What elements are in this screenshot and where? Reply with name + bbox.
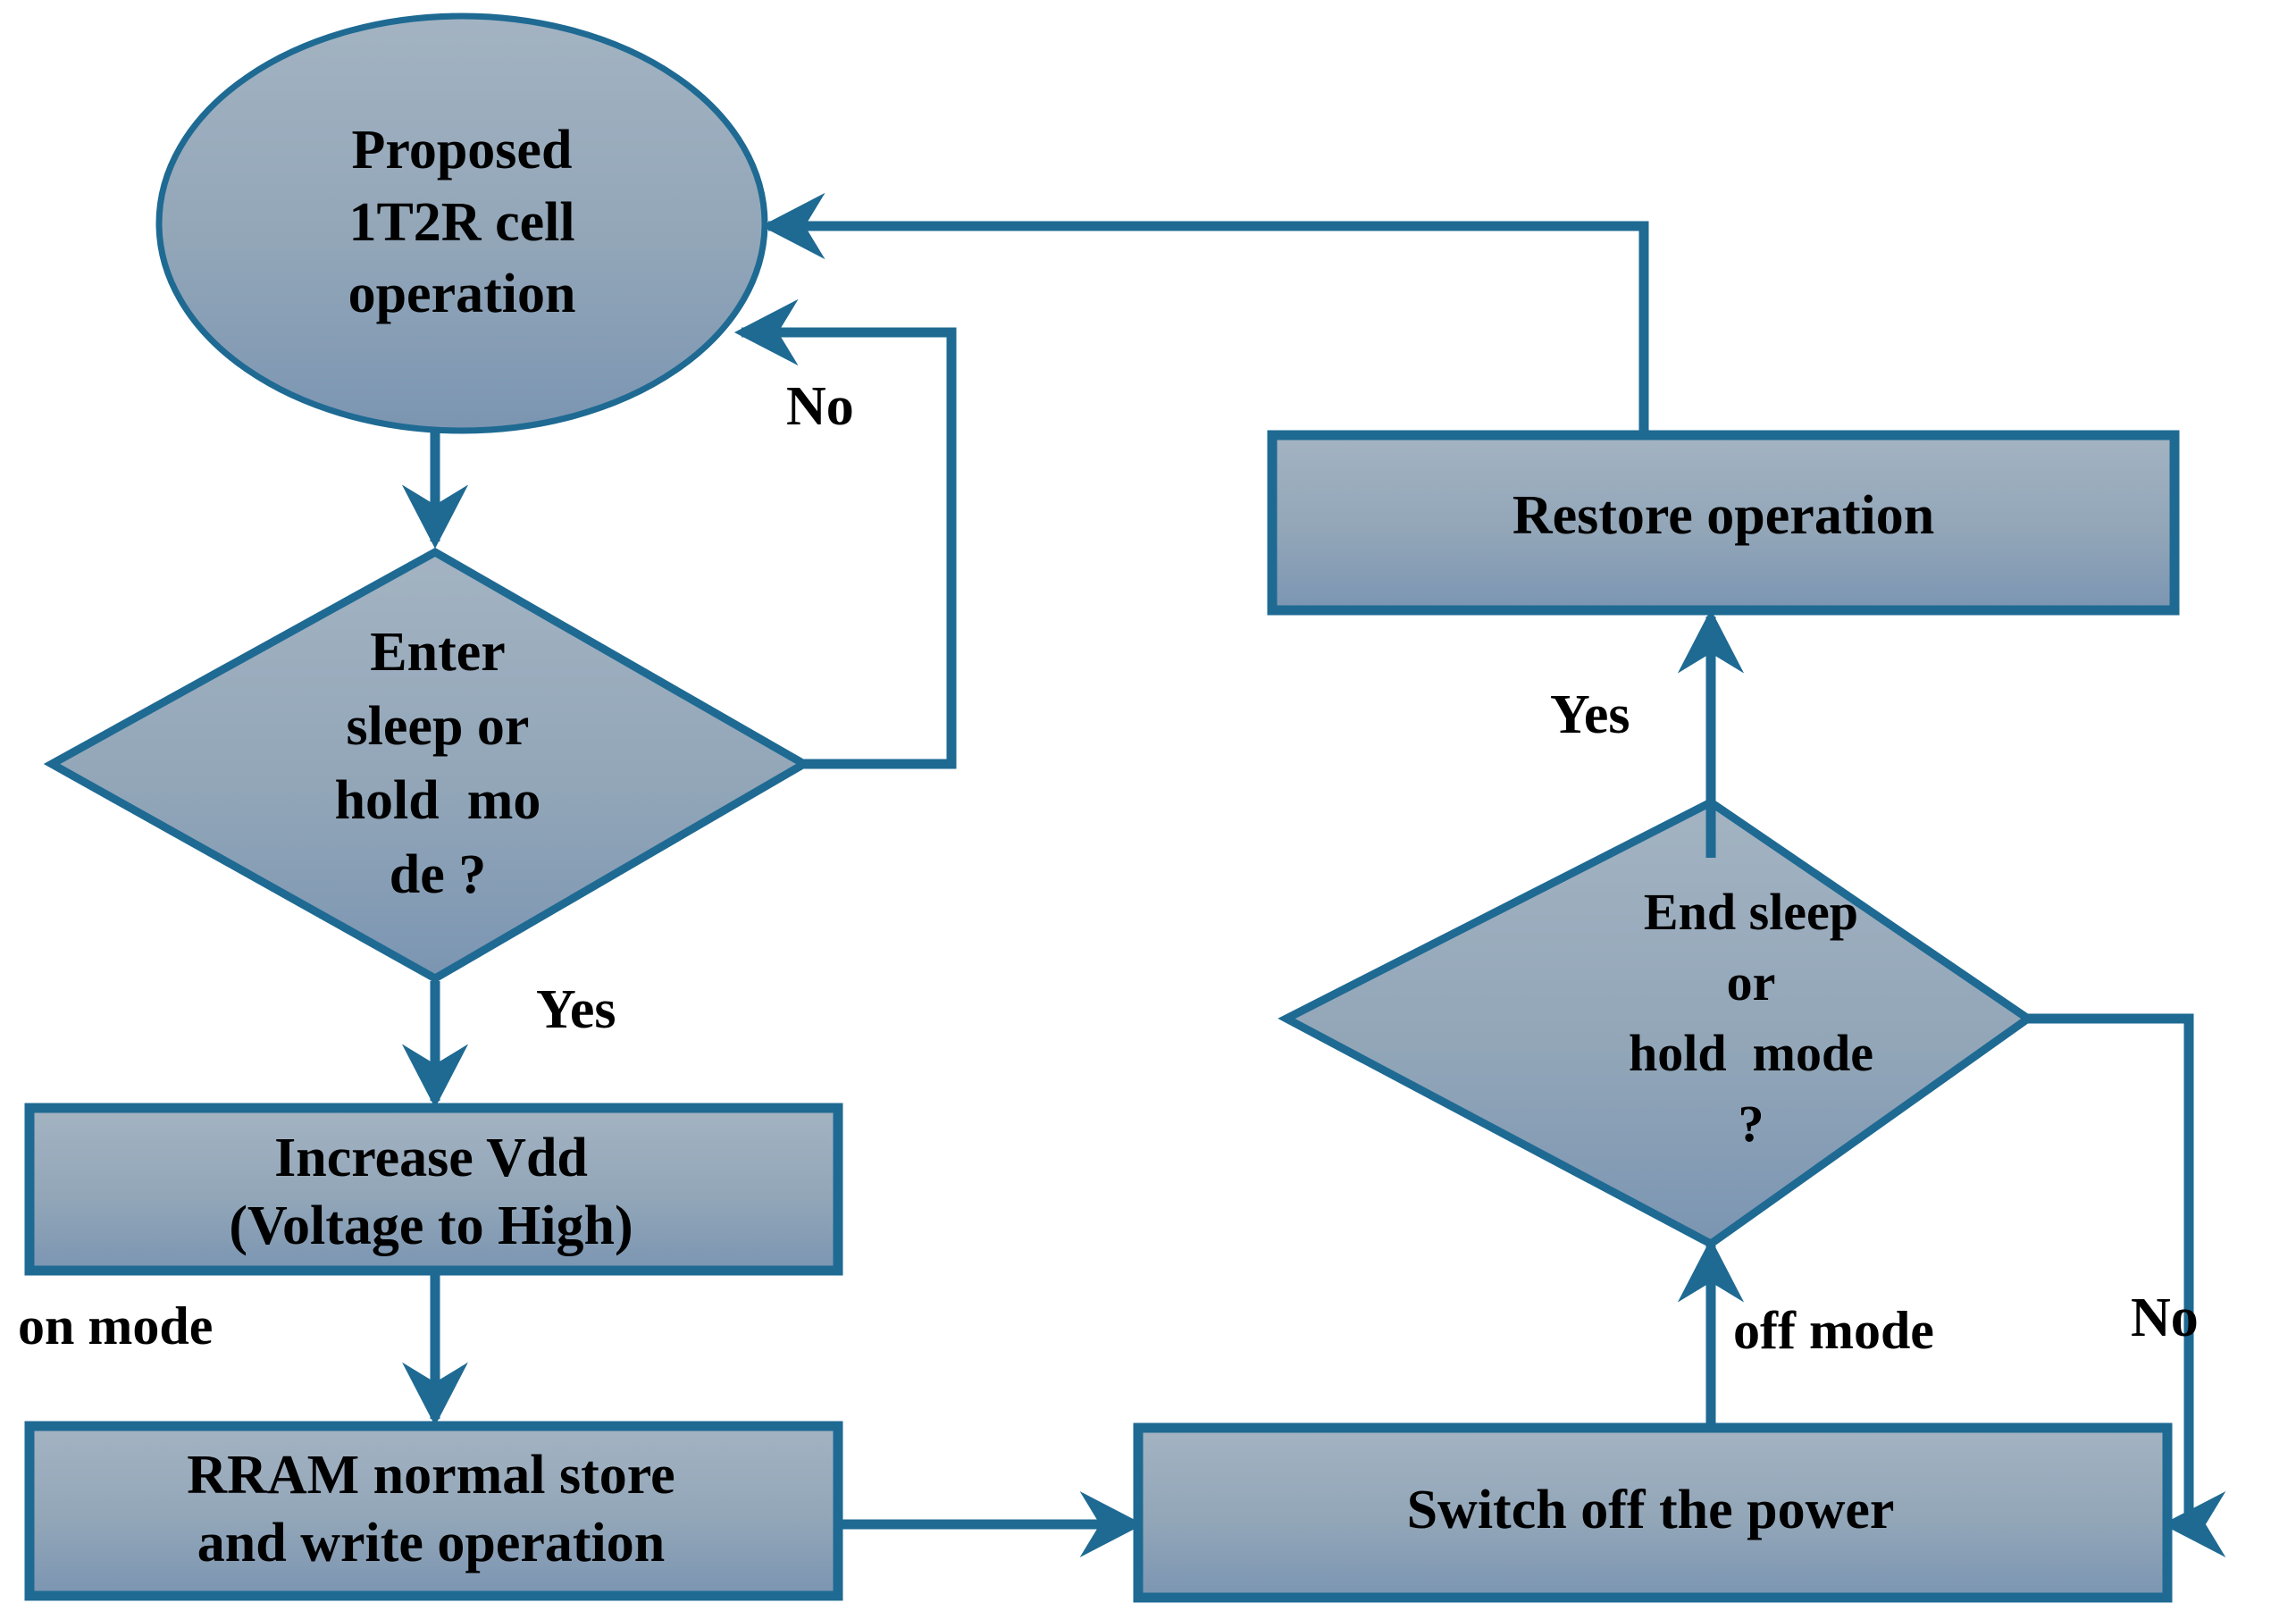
shape-rram-store-box[interactable] — [24, 1421, 843, 1601]
edge-label-no-enter: No — [786, 376, 854, 437]
shape-start-ellipse[interactable] — [155, 13, 768, 434]
shape-decision-end-diamond[interactable] — [1278, 797, 2035, 1249]
edge-label-off-mode: off mode — [1733, 1301, 1934, 1360]
edge-restore-to-start — [761, 193, 1649, 431]
edge-label-yes-end: Yes — [1550, 684, 1630, 745]
shape-restore-box[interactable] — [1267, 430, 2180, 616]
shape-switch-off-box[interactable] — [1133, 1422, 2173, 1603]
edge-label-no-end: No — [2131, 1288, 2199, 1348]
edge-decision-end-no-loop — [2028, 1013, 2226, 1557]
edge-label-on-mode: on mode — [18, 1296, 214, 1355]
shape-decision-enter-diamond[interactable] — [43, 547, 812, 984]
connector-overlay-group — [402, 193, 1744, 1340]
edge-label-yes-enter: Yes — [536, 979, 616, 1040]
shape-increase-vdd-box[interactable] — [24, 1103, 843, 1276]
